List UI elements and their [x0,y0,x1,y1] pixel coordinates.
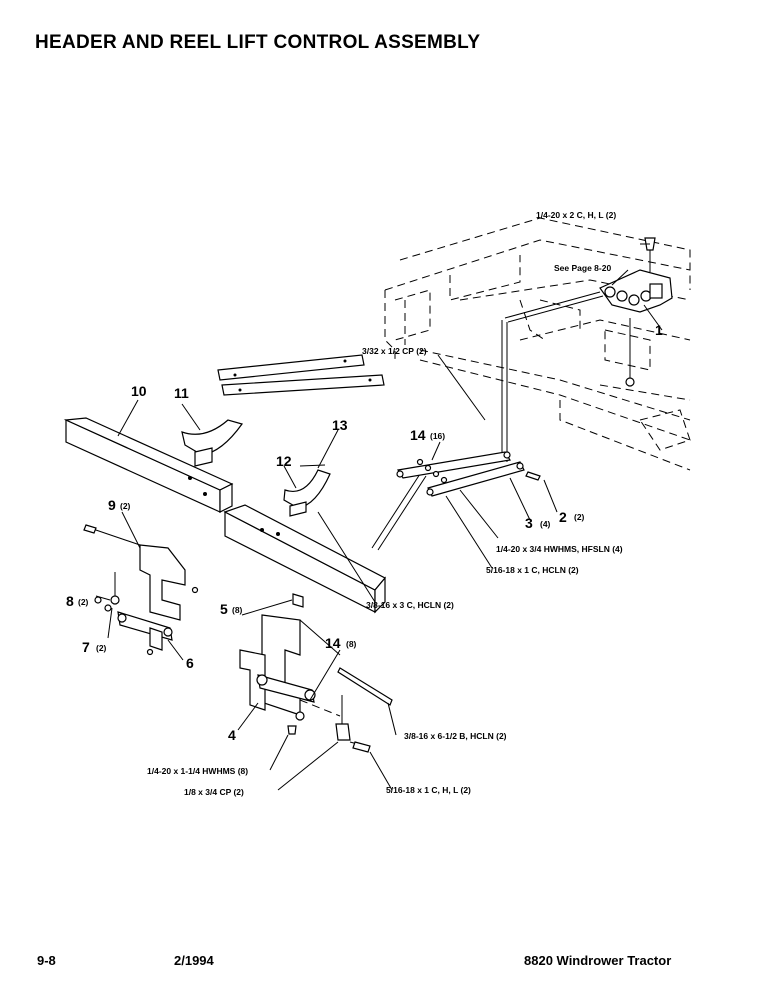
hardware-label: 5/16-18 x 1 C, H, L (2) [386,785,471,795]
publication-date: 2/1994 [174,953,214,968]
svg-text:(2): (2) [574,512,585,522]
callout-1: 1 [655,322,663,338]
page-title: HEADER AND REEL LIFT CONTROL ASSEMBLY [35,32,481,53]
callout-13: 13 [332,417,348,433]
hardware-label: 1/4-20 x 1-1/4 HWHMS (8) [147,766,248,776]
svg-text:(2): (2) [96,643,107,653]
callout-10: 10 [131,383,147,399]
hardware-label: 1/4-20 x 2 C, H, L (2) [536,210,616,220]
svg-text:12: 12 [276,453,292,469]
callout-7: 7 (2) [82,639,107,655]
svg-text:1: 1 [655,322,663,338]
callout-14-lower: 14 (8) [325,635,357,651]
pedal-11[interactable] [181,419,243,467]
reference-label: See Page 8-20 [554,263,611,273]
machine-name: 8820 Windrower Tractor [524,953,672,968]
svg-text:(8): (8) [232,605,243,615]
link-arms[interactable] [396,451,541,497]
svg-text:(2): (2) [78,597,89,607]
hardware-label: 5/16-18 x 1 C, HCLN (2) [486,565,579,575]
svg-text:8: 8 [66,593,74,609]
hardware-label: 3/32 x 1/2 CP (2) [362,346,427,356]
svg-text:14: 14 [410,427,426,443]
callout-14-upper: 14 (16) [410,427,445,443]
hardware-label: 1/4-20 x 3/4 HWHMS, HFSLN (4) [496,544,623,554]
brace-strips [217,354,385,396]
svg-text:11: 11 [174,385,189,401]
svg-text:7: 7 [82,639,90,655]
callout-4: 4 [228,727,236,743]
hardware-label: 3/8-16 x 6-1/2 B, HCLN (2) [404,731,507,741]
leader-lines [95,243,663,791]
svg-text:9: 9 [108,497,116,513]
callout-12: 12 [276,453,292,469]
callout-6: 6 [186,655,194,671]
callout-5: 5 (8) [220,601,243,617]
right-bracket-assembly[interactable] [239,593,393,753]
callout-9: 9 (2) [108,497,131,513]
svg-text:(8): (8) [346,639,357,649]
svg-text:(4): (4) [540,519,551,529]
svg-text:6: 6 [186,655,194,671]
hardware-label: 3/8-16 x 3 C, HCLN (2) [366,600,454,610]
svg-text:10: 10 [131,383,147,399]
svg-text:14: 14 [325,635,341,651]
svg-text:(16): (16) [430,431,445,441]
svg-text:4: 4 [228,727,236,743]
svg-text:13: 13 [332,417,348,433]
left-bracket-assembly[interactable] [83,524,199,656]
callout-3: 3 (4) [525,515,551,531]
hardware-label: 1/8 x 3/4 CP (2) [184,787,244,797]
svg-text:3: 3 [525,515,533,531]
svg-text:2: 2 [559,509,567,525]
page-number: 9-8 [37,953,56,968]
callout-11: 11 [174,385,189,401]
left-pedal-housing[interactable] [63,417,234,513]
svg-text:(2): (2) [120,501,131,511]
right-pedal-housing[interactable] [223,504,386,614]
callout-8: 8 (2) [66,593,89,609]
control-valve[interactable] [599,237,673,387]
callout-2: 2 (2) [559,509,585,525]
linkage-rods [371,291,604,551]
pedal-12[interactable] [283,464,331,517]
svg-text:5: 5 [220,601,228,617]
